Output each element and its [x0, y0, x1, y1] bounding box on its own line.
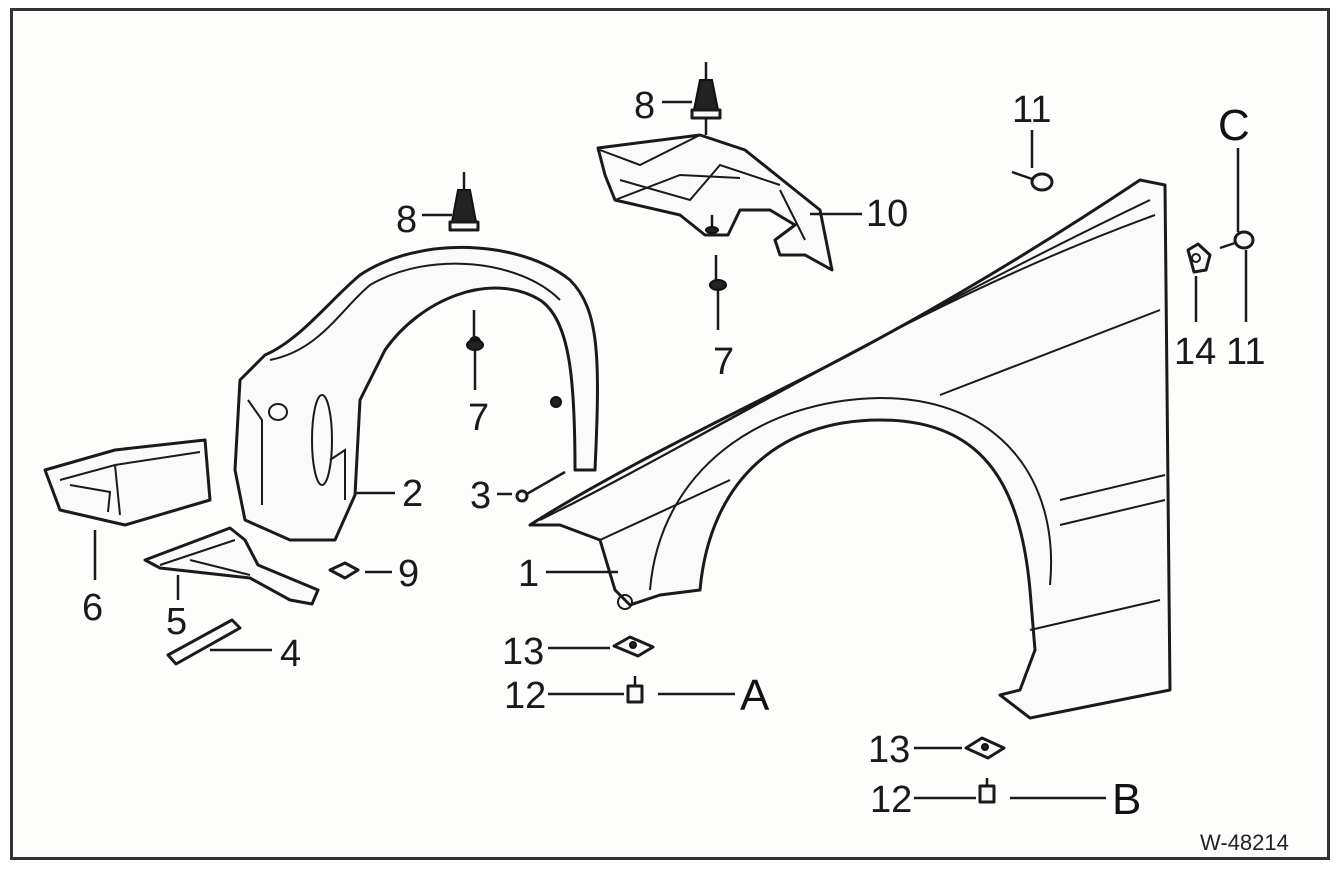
callout-11-side: 11 — [1226, 331, 1265, 373]
inner-liner-rear — [596, 133, 834, 272]
callout-3: 3 — [470, 475, 491, 517]
trim-strip — [166, 618, 242, 666]
callout-12-b: 12 — [870, 779, 912, 821]
callout-11-top: 11 — [1012, 89, 1051, 131]
fender-panel — [528, 178, 1172, 720]
figure-code: W-48214 — [1200, 830, 1289, 855]
callout-13-a: 13 — [502, 631, 544, 673]
callout-6: 6 — [82, 587, 103, 629]
reference-letter-a: A — [740, 671, 770, 720]
clip-screw-left — [466, 310, 484, 390]
callout-10: 10 — [866, 193, 908, 235]
reference-letters: A B C — [740, 101, 1250, 824]
callout-8-left: 8 — [396, 199, 417, 241]
clip-nut — [1186, 242, 1212, 274]
support-bracket — [143, 526, 320, 606]
nut-plate-a — [612, 635, 655, 658]
bolt-a — [626, 676, 644, 704]
callout-labels: 1 2 3 4 5 6 7 7 8 8 9 10 11 11 12 12 13 … — [82, 85, 1265, 821]
reference-letter-c: C — [1218, 101, 1250, 150]
callout-12-a: 12 — [504, 675, 546, 717]
callout-8-top: 8 — [634, 85, 655, 127]
air-duct — [43, 438, 212, 527]
reference-letter-b: B — [1112, 775, 1141, 824]
bolt-b — [978, 778, 996, 804]
clip-part — [328, 561, 360, 580]
screw-part — [515, 470, 566, 503]
nut-plate-b — [964, 736, 1006, 760]
bolt-top — [1011, 170, 1054, 192]
wheel-arch-liner — [233, 246, 599, 542]
clip-screw-right — [705, 215, 727, 330]
callout-4: 4 — [280, 633, 301, 675]
callout-13-b: 13 — [868, 729, 910, 771]
expansion-rivet-left — [448, 172, 480, 232]
callout-2: 2 — [402, 473, 423, 515]
leader-lines — [93, 100, 1248, 800]
bolt-side — [1219, 230, 1255, 250]
callout-1: 1 — [518, 553, 539, 595]
callout-7-left: 7 — [468, 397, 489, 439]
callout-14: 14 — [1174, 331, 1216, 373]
callout-5: 5 — [166, 601, 187, 643]
callout-7-right: 7 — [713, 341, 734, 383]
callout-9: 9 — [398, 553, 419, 595]
expansion-rivet-top — [690, 62, 722, 135]
